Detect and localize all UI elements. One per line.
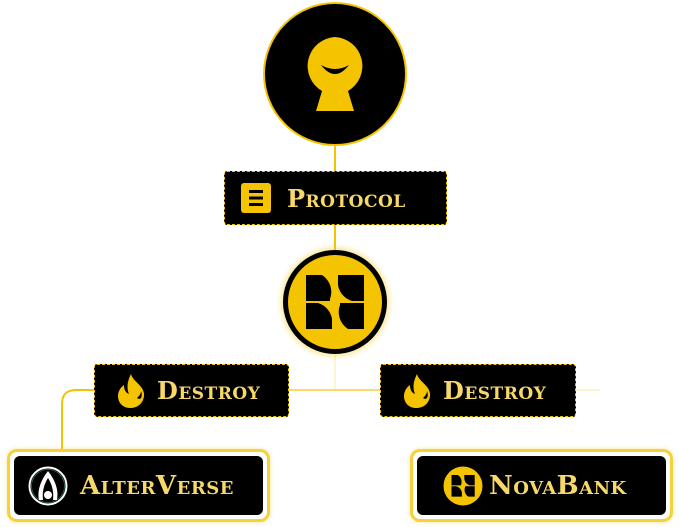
flame-icon: [404, 373, 431, 408]
document-icon: [241, 183, 271, 213]
leaf-label: AlterVerse: [80, 470, 235, 501]
root-node[interactable]: [263, 2, 407, 146]
keyhole-smile-icon: [307, 37, 363, 111]
edge-label-destroy-left[interactable]: Destroy: [94, 364, 289, 417]
leaf-node-alterverse[interactable]: AlterVerse: [7, 449, 270, 522]
leaf-label: NovaBank: [489, 470, 627, 501]
hub-node[interactable]: [283, 250, 387, 354]
novabank-logo-icon: [306, 275, 364, 329]
flame-icon: [118, 373, 145, 408]
leaf-node-novabank[interactable]: NovaBank: [410, 449, 673, 522]
edge-label-text: Protocol: [287, 183, 406, 213]
edge-label-protocol[interactable]: Protocol: [224, 171, 447, 225]
alterverse-logo-icon: [28, 466, 68, 505]
novabank-logo-icon: [443, 466, 483, 505]
edge-label-destroy-right[interactable]: Destroy: [380, 364, 576, 417]
edge-label-text: Destroy: [443, 376, 547, 405]
edge-label-text: Destroy: [157, 376, 261, 405]
